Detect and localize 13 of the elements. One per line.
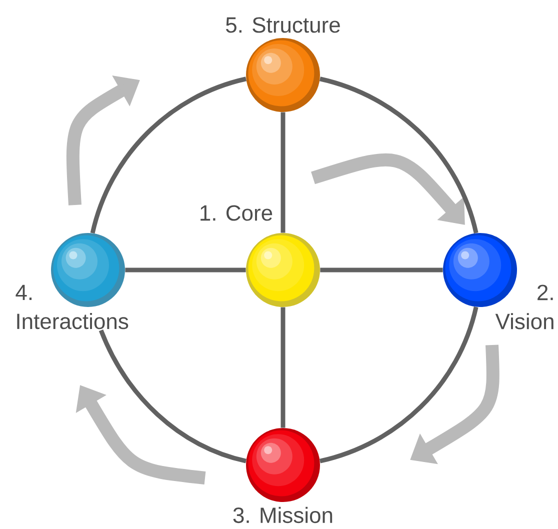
connector-line xyxy=(280,307,286,428)
connector-line xyxy=(90,76,247,234)
connector-line xyxy=(280,112,286,233)
node-label: 4. Interactions xyxy=(16,284,128,330)
connector-line xyxy=(319,306,478,464)
node-label: 5. Structure xyxy=(226,17,340,33)
connector-line xyxy=(319,76,478,234)
node-label: 2. Vision xyxy=(495,284,554,330)
connector-line xyxy=(98,329,247,464)
connector-line xyxy=(320,268,443,272)
connector-line xyxy=(125,268,246,272)
node-label: 3. Mission xyxy=(233,506,332,524)
node-label: 1. Core xyxy=(200,205,272,221)
